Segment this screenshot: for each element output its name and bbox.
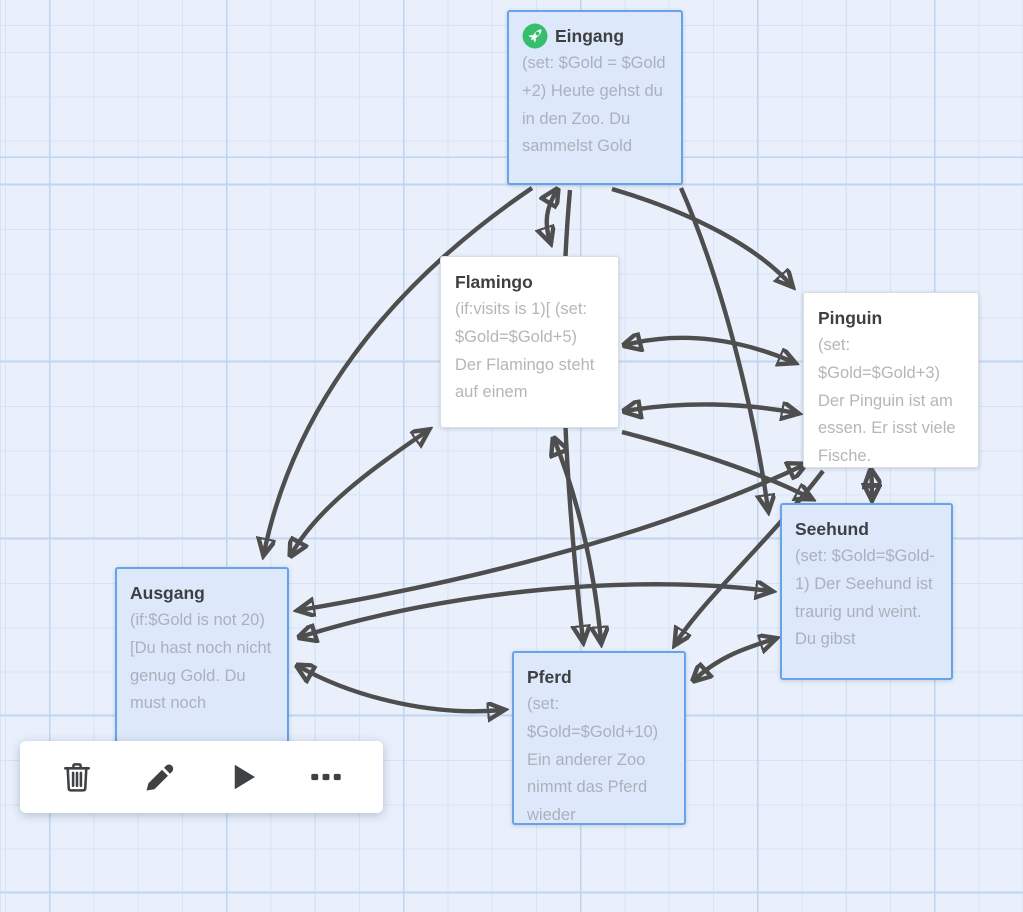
more-button[interactable] xyxy=(304,755,348,799)
link-arrow-flamingo-pinguin xyxy=(625,404,796,413)
link-arrow-flamingo-seehund xyxy=(621,429,810,498)
passage-excerpt: (set: $Gold=$Gold+10) Ein anderer Zoo ni… xyxy=(527,695,659,825)
passage-title-text: Flamingo xyxy=(455,272,533,292)
start-rocket-icon xyxy=(522,23,548,49)
passage-title: Flamingo xyxy=(455,269,604,295)
passage-toolbar xyxy=(20,741,383,813)
link-arrow-ausgang-seehund xyxy=(300,584,770,637)
passage-pferd[interactable]: Pferd (set: $Gold=$Gold+10) Ein anderer Z… xyxy=(512,651,686,825)
passage-excerpt: (set: $Gold=$Gold+3) Der Pinguin ist am … xyxy=(818,336,956,466)
link-arrow-eingang-seehund xyxy=(678,187,768,509)
passage-title: Seehund xyxy=(795,516,938,542)
link-arrow-pinguin-seehund xyxy=(871,471,872,498)
passage-title-text: Ausgang xyxy=(130,583,205,603)
passage-excerpt: (set: $Gold = $Gold +2) Heute gehst du i… xyxy=(522,54,666,156)
play-button[interactable] xyxy=(221,755,265,799)
passage-title-text: Pferd xyxy=(527,667,572,687)
passage-title-text: Eingang xyxy=(555,26,625,46)
link-arrow-ausgang-pferd xyxy=(298,666,502,711)
passage-title: Eingang xyxy=(522,23,668,49)
link-arrow-eingang-pinguin xyxy=(611,186,791,285)
passage-pinguin[interactable]: Pinguin (set: $Gold=$Gold+3) Der Pinguin … xyxy=(803,292,979,468)
passage-excerpt: (if:visits is 1)[ (set: $Gold=$Gold+5) D… xyxy=(455,300,595,402)
passage-title: Ausgang xyxy=(130,580,274,606)
link-arrow-flamingo-pinguin xyxy=(625,338,793,362)
passage-title: Pinguin xyxy=(818,305,964,331)
play-icon xyxy=(225,759,261,795)
passage-seehund[interactable]: Seehund (set: $Gold=$Gold-1) Der Seehund … xyxy=(780,503,953,680)
passage-title-text: Seehund xyxy=(795,519,869,539)
link-arrow-ausgang-flamingo xyxy=(291,431,427,555)
passage-eingang[interactable]: Eingang (set: $Gold = $Gold +2) Heute geh… xyxy=(507,10,683,185)
ellipsis-icon xyxy=(308,759,344,795)
passage-title: Pferd xyxy=(527,664,671,690)
delete-button[interactable] xyxy=(55,755,99,799)
passage-title-text: Pinguin xyxy=(818,308,883,328)
edit-button[interactable] xyxy=(138,755,182,799)
link-arrow-pferd-seehund xyxy=(694,639,774,680)
passage-excerpt: (if:$Gold is not 20)[Du hast noch nicht … xyxy=(130,611,272,713)
passage-excerpt: (set: $Gold=$Gold-1) Der Seehund ist tra… xyxy=(795,547,935,649)
passage-ausgang[interactable]: Ausgang (if:$Gold is not 20)[Du hast noch… xyxy=(115,567,289,743)
link-arrow-pinguin-ausgang xyxy=(300,465,804,610)
passage-flamingo[interactable]: Flamingo (if:visits is 1)[ (set: $Gold=$G… xyxy=(440,256,619,428)
link-arrow-eingang-flamingo xyxy=(547,190,557,241)
trash-icon xyxy=(59,759,95,795)
link-arrow-flamingo-pferd xyxy=(554,439,601,641)
pencil-icon xyxy=(142,759,178,795)
